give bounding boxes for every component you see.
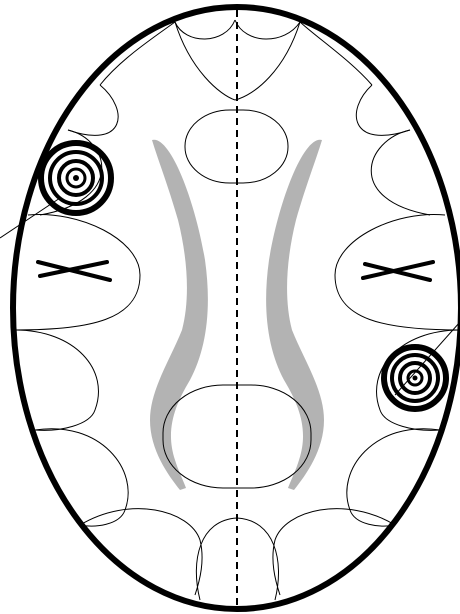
lobe-top-right-mid <box>235 22 300 100</box>
lobe-upper-right-edge <box>356 85 410 135</box>
right-bullseye <box>384 347 446 409</box>
lobe-upper-left-edge <box>68 85 118 135</box>
right-band <box>266 140 324 490</box>
lobe-top-left-mid <box>175 22 235 100</box>
left-cross-mark <box>38 262 110 280</box>
right-cross-mark <box>363 262 433 280</box>
left-bullseye <box>41 143 111 213</box>
left-band <box>150 140 208 490</box>
